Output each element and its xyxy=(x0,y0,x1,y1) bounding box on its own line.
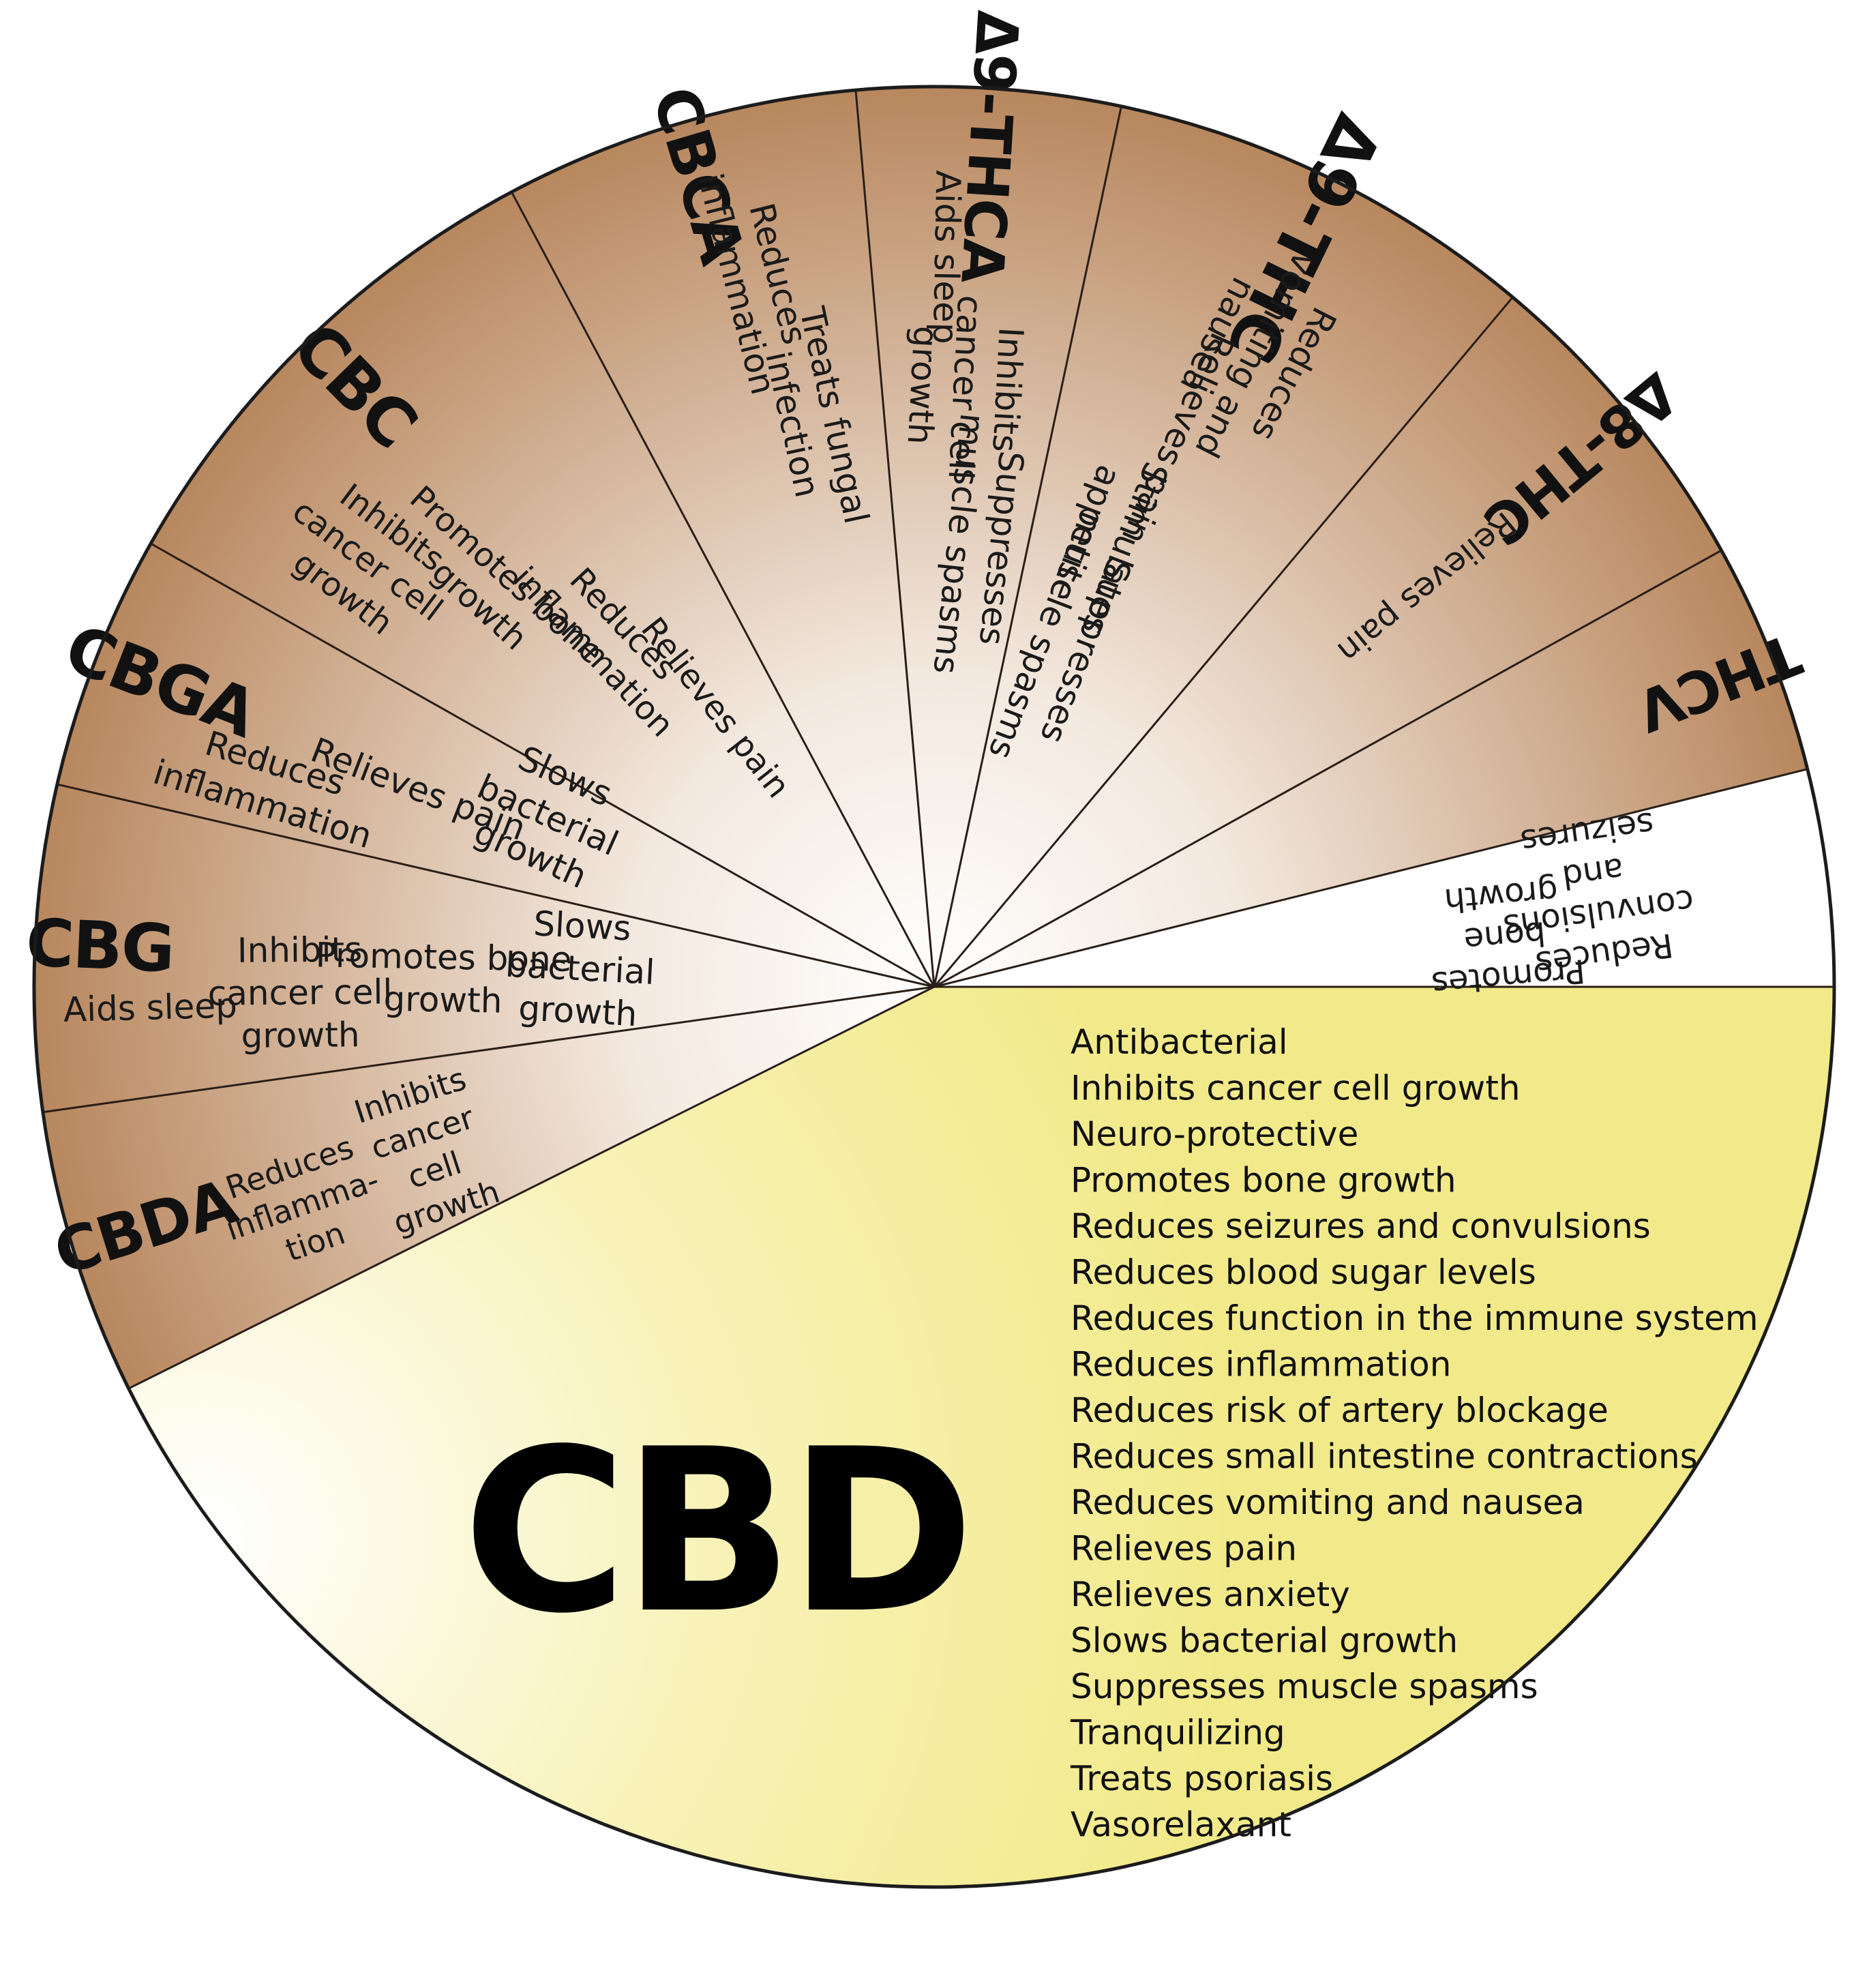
segments-layer xyxy=(33,87,1808,1389)
segment-cbda xyxy=(42,987,934,1389)
segment-effect: Promotes bonegrowth xyxy=(314,935,572,1022)
segment-divider xyxy=(933,768,1808,988)
segment-divider xyxy=(150,542,935,988)
cbd-effect-item: Reduces function in the immune system xyxy=(1071,1299,1759,1338)
dividers-layer xyxy=(42,89,1834,1390)
segment-effect: Aids sleep xyxy=(925,170,968,344)
segment-title-delta9-thca: Δ9-THCA xyxy=(948,9,1031,286)
segment-effect: Aids sleep xyxy=(63,985,237,1030)
cbd-section xyxy=(128,987,1835,1887)
cbd-effect-item: Neuro-protective xyxy=(1071,1114,1358,1154)
cbd-effect-item: Reduces seizures and convulsions xyxy=(1071,1206,1651,1246)
segment-cbca xyxy=(511,90,934,988)
segment-divider xyxy=(128,985,935,1390)
segment-divider xyxy=(933,549,1722,988)
segment-thcv xyxy=(934,550,1808,987)
segment-cbd xyxy=(128,987,1835,1887)
cbd-effect-item: Vasorelaxant xyxy=(1071,1805,1291,1845)
segment-cbc xyxy=(151,192,934,988)
cbd-effect-item: Reduces vomiting and nausea xyxy=(1071,1483,1585,1522)
segment-divider xyxy=(933,296,1514,988)
cbd-effect-item: Relieves anxiety xyxy=(1071,1575,1350,1614)
cbd-effect-item: Reduces small intestine contractions xyxy=(1071,1437,1698,1477)
segment-divider xyxy=(933,106,1122,988)
cbd-effect-item: Relieves pain xyxy=(1071,1529,1297,1569)
cbd-effect-item: Reduces risk of artery blockage xyxy=(1071,1391,1609,1430)
segment-divider xyxy=(854,89,936,988)
segment-effect: Slowsbacterialgrowth xyxy=(502,902,657,1035)
segment-delta9-thca xyxy=(855,87,1122,988)
segment-effect: Inhibitscancer cellgrowth xyxy=(898,292,1032,483)
segment-divider xyxy=(57,783,935,988)
cbd-effect-item: Tranquilizing xyxy=(1070,1713,1285,1753)
cbd-effect-item: Antibacterial xyxy=(1071,1022,1288,1062)
cbd-title: CBD xyxy=(462,1401,970,1663)
segment-cbga xyxy=(57,544,934,987)
cbd-effect-item: Inhibits cancer cell growth xyxy=(1071,1069,1521,1108)
cbd-effect-item: Promotes bone growth xyxy=(1071,1161,1456,1200)
segment-divider xyxy=(42,985,935,1114)
segment-divider xyxy=(510,191,936,988)
segment-title-cbg: CBG xyxy=(25,904,175,987)
cbd-effect-item: Suppresses muscle spasms xyxy=(1071,1667,1538,1706)
segment-cbg xyxy=(33,784,934,1112)
cbd-effect-item: Slows bacterial growth xyxy=(1071,1621,1458,1661)
wheel-outline xyxy=(32,85,1836,1889)
cbd-effect-item: Reduces blood sugar levels xyxy=(1071,1253,1536,1292)
cbd-effect-item: Treats psoriasis xyxy=(1070,1759,1333,1798)
segment-delta9-thc xyxy=(934,106,1513,987)
cbd-effect-item: Reduces inflammation xyxy=(1071,1345,1451,1384)
segment-delta8-thc xyxy=(934,297,1722,987)
